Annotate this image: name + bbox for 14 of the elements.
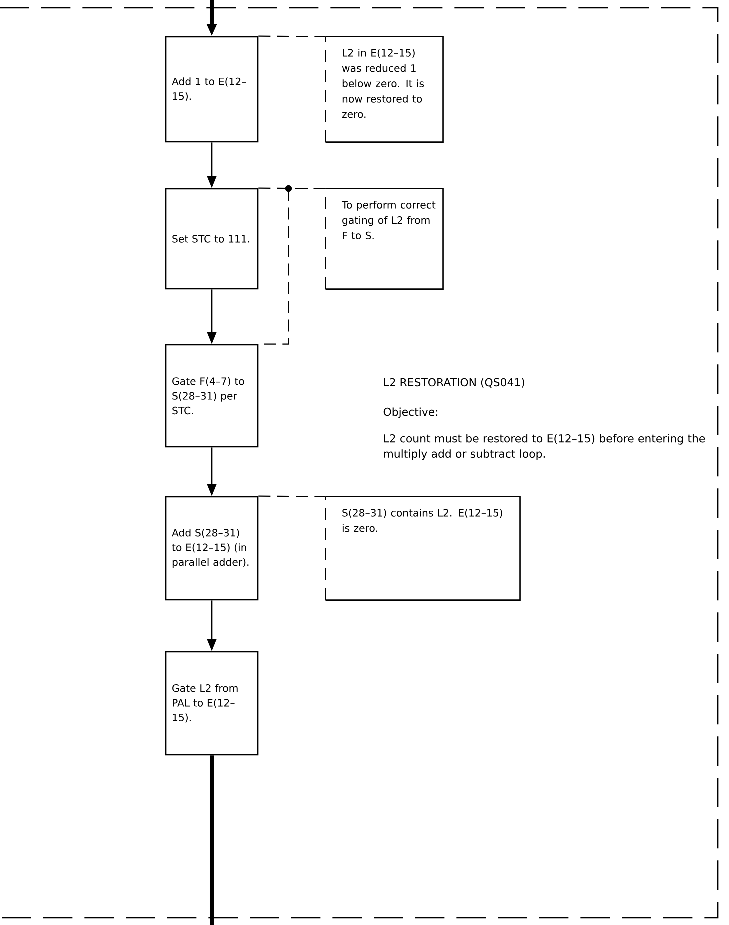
process-box: Set STC to 111. (165, 188, 259, 290)
objective-heading: Objective: (384, 408, 438, 418)
connector-line (258, 496, 326, 498)
note-box: S(28–31) contains L2. E(12–15) is zero. (325, 496, 521, 601)
process-box: Add S(28–31) to E(12–15) (in parallel adder). (165, 496, 259, 601)
note-box: To perform correct gating of L2 from F to S. (325, 188, 444, 290)
objective-text: L2 count must be restored to E(12–15) before entering the multiply add or subtract loop. (384, 434, 706, 460)
note-box: L2 in E(12–15) was reduced 1 below zero. It is now restored to zero. (325, 36, 444, 143)
connector-line (258, 36, 326, 38)
title: L2 RESTORATION (QS041) (384, 378, 524, 388)
process-box: Add 1 to E(12–15). (165, 36, 259, 143)
connector-line (210, 756, 214, 925)
process-box: Gate L2 from PAL to E(12–15). (165, 651, 259, 756)
process-box: Gate F(4–7) to S(28–31) per STC. (165, 344, 259, 448)
